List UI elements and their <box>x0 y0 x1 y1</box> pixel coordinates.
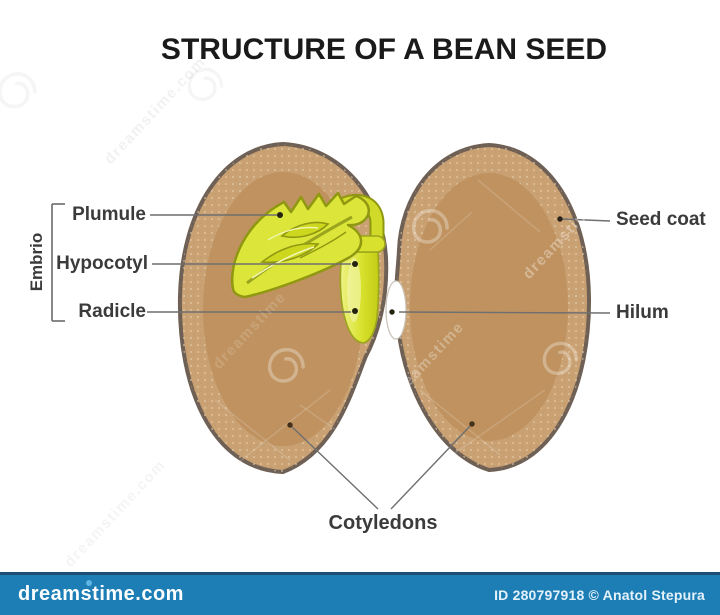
radicle-pod <box>339 251 380 344</box>
footer-bar: dreamstime.com ID 280797918 © Anatol Ste… <box>0 572 720 615</box>
image-credit: ID 280797918 © Anatol Stepura <box>494 587 705 603</box>
lattice-watermark <box>214 179 546 466</box>
label-hilum: Hilum <box>616 302 669 323</box>
label-plumule: Plumule <box>72 204 146 225</box>
label-cotyledons: Cotyledons <box>328 512 438 534</box>
label-radicle: Radicle <box>78 301 146 322</box>
label-lines <box>147 214 611 510</box>
label-hypocotyl: Hypocotyl <box>56 253 148 274</box>
label-seed-coat: Seed coat <box>616 209 706 230</box>
spiral-watermark-icon <box>0 67 224 109</box>
logo-dot-icon <box>86 580 92 586</box>
seed-diagram <box>0 67 611 510</box>
right-cotyledon <box>394 142 592 473</box>
page-title: STRUCTURE OF A BEAN SEED <box>160 33 608 66</box>
embryo <box>230 191 386 344</box>
dreamstime-logo: dreamstime.com <box>18 583 184 605</box>
embrio-bracket <box>51 203 65 322</box>
anchor-dots <box>277 212 563 428</box>
hilum-oval <box>385 280 407 340</box>
plumule-leaf <box>230 191 370 299</box>
label-embrio: Embrio <box>27 232 46 292</box>
